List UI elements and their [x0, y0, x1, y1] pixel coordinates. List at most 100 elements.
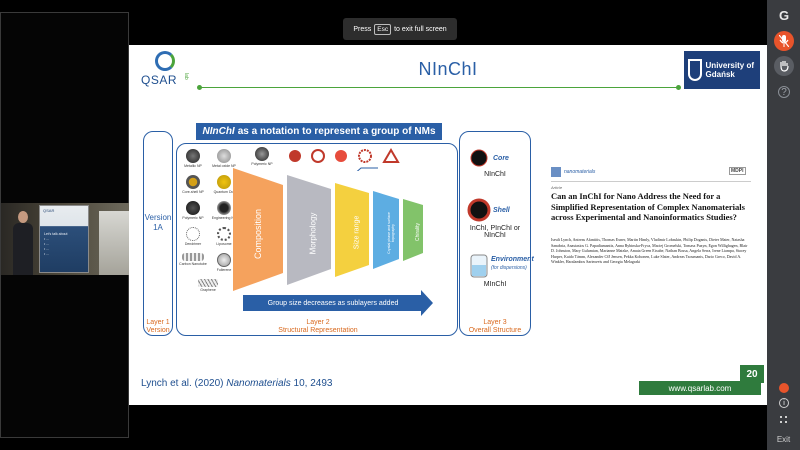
core-tag: Core: [493, 155, 509, 162]
slide-number: 20: [740, 365, 764, 383]
funnel-size-label: Size range: [353, 215, 361, 250]
grid-dots-icon[interactable]: [780, 416, 788, 424]
version-label: Version 1A: [144, 213, 172, 232]
banner-line: • ...: [44, 242, 50, 246]
environment-tag: Environment: [491, 256, 534, 263]
shell-icon: [467, 198, 491, 222]
funnel-crystal: [373, 191, 399, 269]
paper-preview: nanomaterials MDPI Article Can an InChI …: [549, 163, 754, 283]
speaker-head: [18, 211, 28, 223]
np-icon: [186, 201, 200, 215]
exit-button[interactable]: Exit: [776, 435, 791, 444]
np-icon: [217, 201, 231, 215]
np-icon: [217, 149, 231, 163]
ninchi-diagram: NInChI as a notation to represent a grou…: [143, 123, 534, 339]
esc-key: Esc: [374, 23, 392, 35]
presentation-slide: QSAR lab NInChI University of Gdańsk NIn…: [129, 45, 767, 405]
np-label: Polymeric NP: [251, 162, 273, 166]
notation-heading: NInChI as a notation to represent a grou…: [196, 123, 442, 140]
banner-rest: to exit full screen: [394, 25, 447, 33]
microphone-icon[interactable]: [774, 31, 794, 51]
title-divider: [197, 85, 681, 90]
notation-heading-rest: as a notation to represent a group of NM…: [237, 126, 436, 137]
mdpi-logo: MDPI: [729, 167, 746, 175]
core-block: NInChI: [459, 147, 531, 178]
layer2-label: Layer 2 Structural Representation: [243, 319, 393, 335]
fullscreen-banner: Press Esc to exit full screen: [343, 18, 457, 40]
np-quantum-dot: Quantum Dot: [209, 175, 239, 194]
speaker-video-tile[interactable]: QSAR Let's talk about • ... • ... • ... …: [1, 203, 130, 275]
funnel-size: [335, 183, 369, 277]
core-text: NInChI: [484, 171, 506, 178]
np-graphene: Graphene: [193, 279, 223, 292]
funnel-composition: [233, 168, 283, 291]
np-metallic: Metallic NP: [178, 149, 208, 168]
article-label: Article: [551, 185, 563, 190]
np-label: Fullerene: [216, 268, 232, 272]
np-icon: [217, 227, 231, 241]
funnel-morphology-label: Morphology: [308, 212, 318, 255]
paper-divider: [551, 181, 751, 182]
qsar-logo-text: QSAR: [141, 73, 178, 87]
np-icon: [217, 253, 231, 267]
np-label: Engineering NP: [211, 216, 237, 220]
layer3-box: [459, 131, 531, 336]
group-size-arrow: Group size decreases as sublayers added: [243, 295, 423, 311]
meeting-toolbar: G ? i Exit: [767, 0, 800, 450]
journal-row: nanomaterials: [551, 167, 595, 177]
shell-tag: Shell: [493, 207, 510, 214]
banner-title: QSAR: [43, 208, 55, 213]
paper-title: Can an InChI for Nano Address the Need f…: [551, 191, 745, 222]
shell-block: InChI, PInChI or NInChI: [459, 197, 531, 239]
background-stand: [99, 211, 129, 275]
journal-name: nanomaterials: [564, 169, 596, 175]
np-engineering: Engineering NP: [209, 201, 239, 220]
np-label: Metallic NP: [184, 164, 202, 168]
environment-text: MInChI: [483, 281, 507, 288]
university-logo: University of Gdańsk: [684, 51, 760, 89]
recording-icon[interactable]: [779, 383, 789, 393]
funnel-morphology: [287, 175, 331, 285]
layer2-subtitle: Structural Representation: [278, 327, 358, 334]
group-size-arrowhead: [421, 290, 433, 316]
banner-press: Press: [353, 25, 372, 33]
website-url: www.qsarlab.com: [639, 381, 761, 395]
banner-lines: Let's talk about • ... • ... • ... • ...: [44, 232, 67, 257]
np-icon: [186, 227, 200, 241]
citation: Lynch et al. (2020) Nanomaterials 10, 24…: [141, 378, 332, 389]
morphology-variants: [289, 148, 400, 171]
layer1-box: [143, 131, 173, 336]
np-label: Dendrimer: [184, 242, 202, 246]
np-label: Metal oxide NP: [212, 164, 236, 168]
funnel-crystal-label: Crystal phase and surface topography: [387, 212, 395, 254]
qsar-logo: QSAR lab: [141, 51, 191, 91]
layer3-title: Layer 3: [483, 319, 507, 326]
funnel-chirality: [403, 199, 423, 261]
layer1-label: Layer 1 Version: [146, 319, 170, 334]
banner-line: Let's talk about: [44, 232, 68, 236]
banner-line: • ...: [44, 237, 50, 241]
np-polymeric-top: Polymeric NP: [247, 147, 277, 166]
qsar-logo-sub: lab: [183, 73, 189, 80]
university-name: University of Gdańsk: [705, 61, 754, 79]
app-logo-icon[interactable]: G: [778, 7, 790, 23]
slide-title: NInChI: [418, 59, 478, 79]
np-polymeric: Polymeric NP: [178, 201, 208, 220]
rollup-banner: QSAR Let's talk about • ... • ... • ... …: [39, 205, 89, 273]
divider-dot: [197, 85, 202, 90]
np-icon: [255, 147, 269, 161]
funnel-chirality-label: Chirality: [415, 222, 421, 242]
np-label: Graphene: [200, 288, 216, 292]
np-metal-oxide: Metal oxide NP: [209, 149, 239, 168]
layer2-title: Layer 2: [306, 319, 330, 326]
paper-authors: Iseult Lynch, Antreas Afantitis, Thomas …: [551, 237, 748, 264]
np-icon: [186, 175, 200, 189]
help-icon[interactable]: ?: [778, 86, 790, 98]
np-icon: [186, 149, 200, 163]
banner-line: • ...: [44, 252, 50, 256]
citation-volume: 10, 2493: [293, 378, 333, 389]
university-emblem-icon: [688, 59, 702, 81]
info-icon[interactable]: i: [779, 398, 789, 408]
raise-hand-icon[interactable]: [774, 56, 794, 76]
